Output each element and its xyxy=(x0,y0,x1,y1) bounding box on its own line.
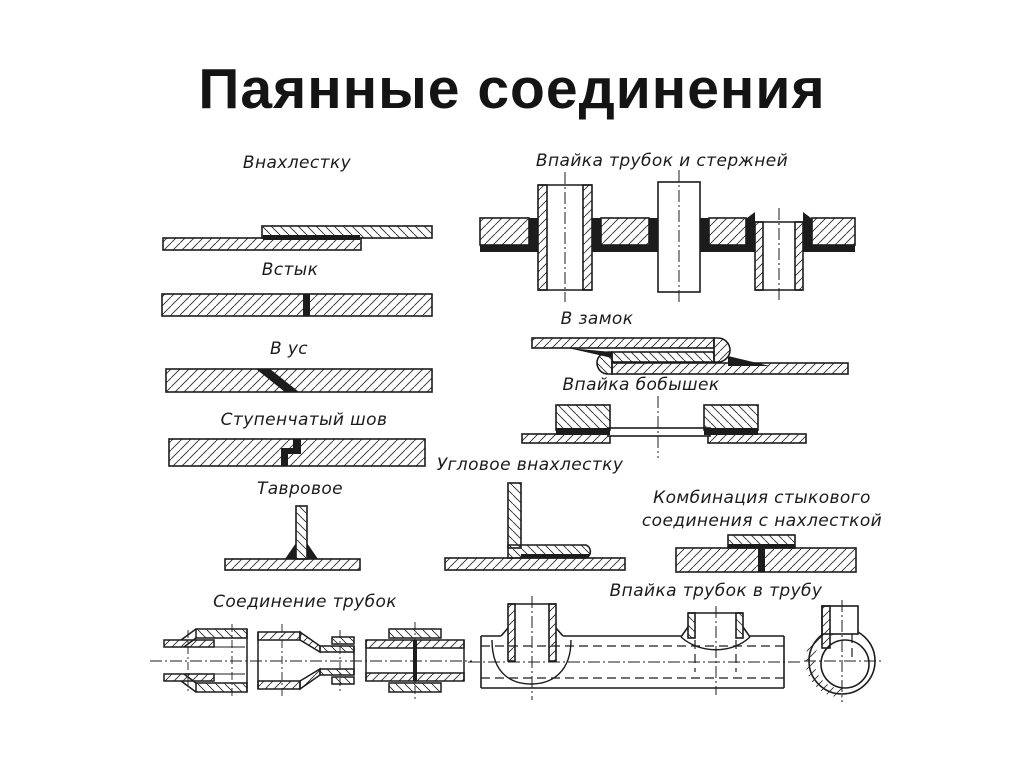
label-combo-joint: Комбинация стыкового соединения с нахлест… xyxy=(627,487,897,533)
stepped-seam-drawing xyxy=(168,438,426,467)
label-combo-line2: соединения с нахлесткой xyxy=(641,511,883,531)
label-stepped-seam: Ступенчатый шов xyxy=(220,410,388,430)
label-butt-joint: Встык xyxy=(261,260,319,280)
combo-joint-drawing xyxy=(675,534,857,573)
corner-lap-drawing xyxy=(444,482,626,571)
blind-tube xyxy=(747,208,811,302)
through-tube xyxy=(537,172,593,302)
coupling-3 xyxy=(365,622,465,700)
tube-coupling-drawing xyxy=(150,622,472,700)
label-corner-lap: Угловое внахлестку xyxy=(436,455,624,475)
scarf-joint-drawing xyxy=(165,368,433,393)
shallow-stub xyxy=(680,606,751,695)
coupling-2 xyxy=(257,624,355,698)
label-tubes-into-tube: Впайка трубок в трубу xyxy=(609,581,823,601)
label-lap-joint: Внахлестку xyxy=(242,153,352,173)
coupling-1 xyxy=(163,624,248,698)
tubes-and-rods-drawing xyxy=(479,170,856,302)
label-bosses: Впайка бобышек xyxy=(562,375,720,395)
label-lock-joint: В замок xyxy=(560,309,634,329)
deep-stub xyxy=(491,596,572,700)
lap-joint-drawing xyxy=(162,225,433,251)
tubes-into-tube-drawing xyxy=(468,596,882,702)
label-tubes-and-rods: Впайка трубок и стержней xyxy=(535,151,789,171)
label-tube-coupling: Соединение трубок xyxy=(213,592,397,612)
lock-seam-drawing xyxy=(531,337,849,375)
label-combo-line1: Комбинация стыкового xyxy=(653,488,871,508)
page-title: Паянные соединения xyxy=(198,57,826,121)
end-view xyxy=(804,600,882,702)
label-tee-joint: Тавровое xyxy=(256,479,344,499)
tee-joint-drawing xyxy=(224,505,361,571)
solid-rod xyxy=(657,170,701,302)
butt-joint-drawing xyxy=(161,293,433,317)
bosses-drawing xyxy=(521,396,807,458)
label-scarf-joint: В ус xyxy=(269,339,309,359)
